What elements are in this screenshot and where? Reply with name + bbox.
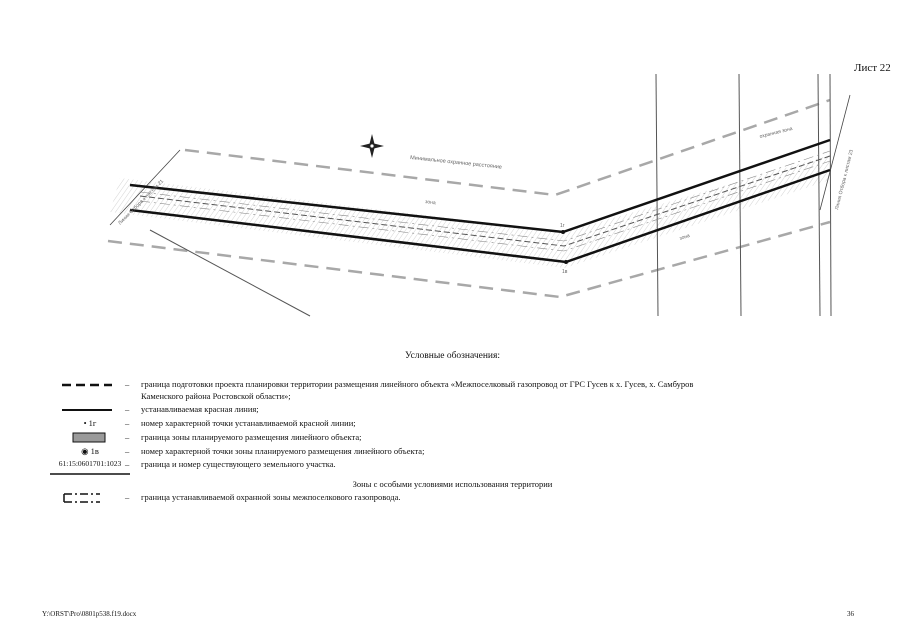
- right-match-label: Линия Отбора к листам 23: [834, 149, 855, 211]
- top-map-label: Минимальное охранное расстояние: [410, 155, 502, 171]
- point-1g: [561, 230, 565, 234]
- page-number: 36: [847, 610, 854, 618]
- plot-border-2: [738, 73, 742, 317]
- plot-border-4: [829, 73, 832, 317]
- planning-boundary-top: [184, 98, 831, 197]
- legend-text: номер характерной точки зоны планируемог…: [141, 446, 425, 456]
- legend-text: Каменского района Ростовской области»;: [141, 391, 291, 401]
- legend-row-continuation: Каменского района Ростовской области»;: [40, 391, 860, 403]
- legend-text: граница и номер существующего земельного…: [141, 459, 336, 469]
- zone-right-bottom-label: зона: [679, 233, 691, 242]
- placement-zone: [110, 155, 830, 268]
- legend-row-zone: – граница зоны планируемого размещения л…: [40, 432, 860, 444]
- map-drawing: 1г 1в Минимальное охранное расстояние зо…: [107, 73, 855, 317]
- legend-text: граница зоны планируемого размещения лин…: [141, 432, 362, 442]
- file-path: Y:\ORST\Pro\0801p538.f19.docx: [42, 610, 137, 618]
- legend-text: устанавливаемая красная линия;: [141, 404, 259, 414]
- legend-row-red-line: – устанавливаемая красная линия;: [40, 404, 860, 416]
- plot-border-1: [655, 73, 659, 317]
- match-line-right: [819, 94, 851, 211]
- circle-point-symbol: ◉ 1в: [81, 446, 99, 456]
- point-1g-label: 1г: [560, 223, 565, 229]
- legend-row-zone-point: ◉ 1в – номер характерной точки зоны план…: [40, 446, 860, 458]
- pipeline-axis: [139, 155, 831, 247]
- plot-border-diagonal: [149, 229, 311, 317]
- point-1v-label: 1в: [562, 269, 568, 275]
- legend-row-red-point: • 1г – номер характерной точки устанавли…: [40, 418, 860, 430]
- legend-text: граница подготовки проекта планировки те…: [141, 379, 694, 389]
- legend-title: Условные обозначения:: [404, 351, 500, 361]
- zone-right-top-label: охранная зона: [759, 126, 793, 140]
- legend-row-protection-zone: – граница устанавливаемой охранной зоны …: [40, 492, 860, 504]
- point-symbol: • 1г: [83, 418, 97, 428]
- dashed-line-symbol: [62, 383, 112, 387]
- protection-zone-symbol: [63, 493, 100, 503]
- zones-title: Зоны с особыми условиями использования т…: [352, 479, 553, 489]
- legend-row-cadastral: 61:15:0601701:1023 – граница и номер сущ…: [40, 459, 860, 475]
- cadastral-symbol: 61:15:0601701:1023: [50, 459, 130, 475]
- legend-row-boundary: – граница подготовки проекта планировки …: [40, 379, 860, 391]
- plot-border-3: [817, 73, 821, 317]
- protection-zone-top: [139, 150, 831, 242]
- protection-zone-bottom: [139, 160, 831, 252]
- north-arrow-icon: [360, 134, 384, 158]
- point-1v: [564, 260, 568, 264]
- sheet-number: Лист 22: [854, 62, 891, 74]
- legend-text: номер характерной точки устанавливаемой …: [141, 418, 356, 428]
- zone-left-label: зона: [425, 199, 436, 206]
- legend-text: граница устанавливаемой охранной зоны ме…: [141, 492, 401, 502]
- solid-line-symbol: [62, 409, 112, 411]
- hatched-zone-symbol: [72, 432, 106, 443]
